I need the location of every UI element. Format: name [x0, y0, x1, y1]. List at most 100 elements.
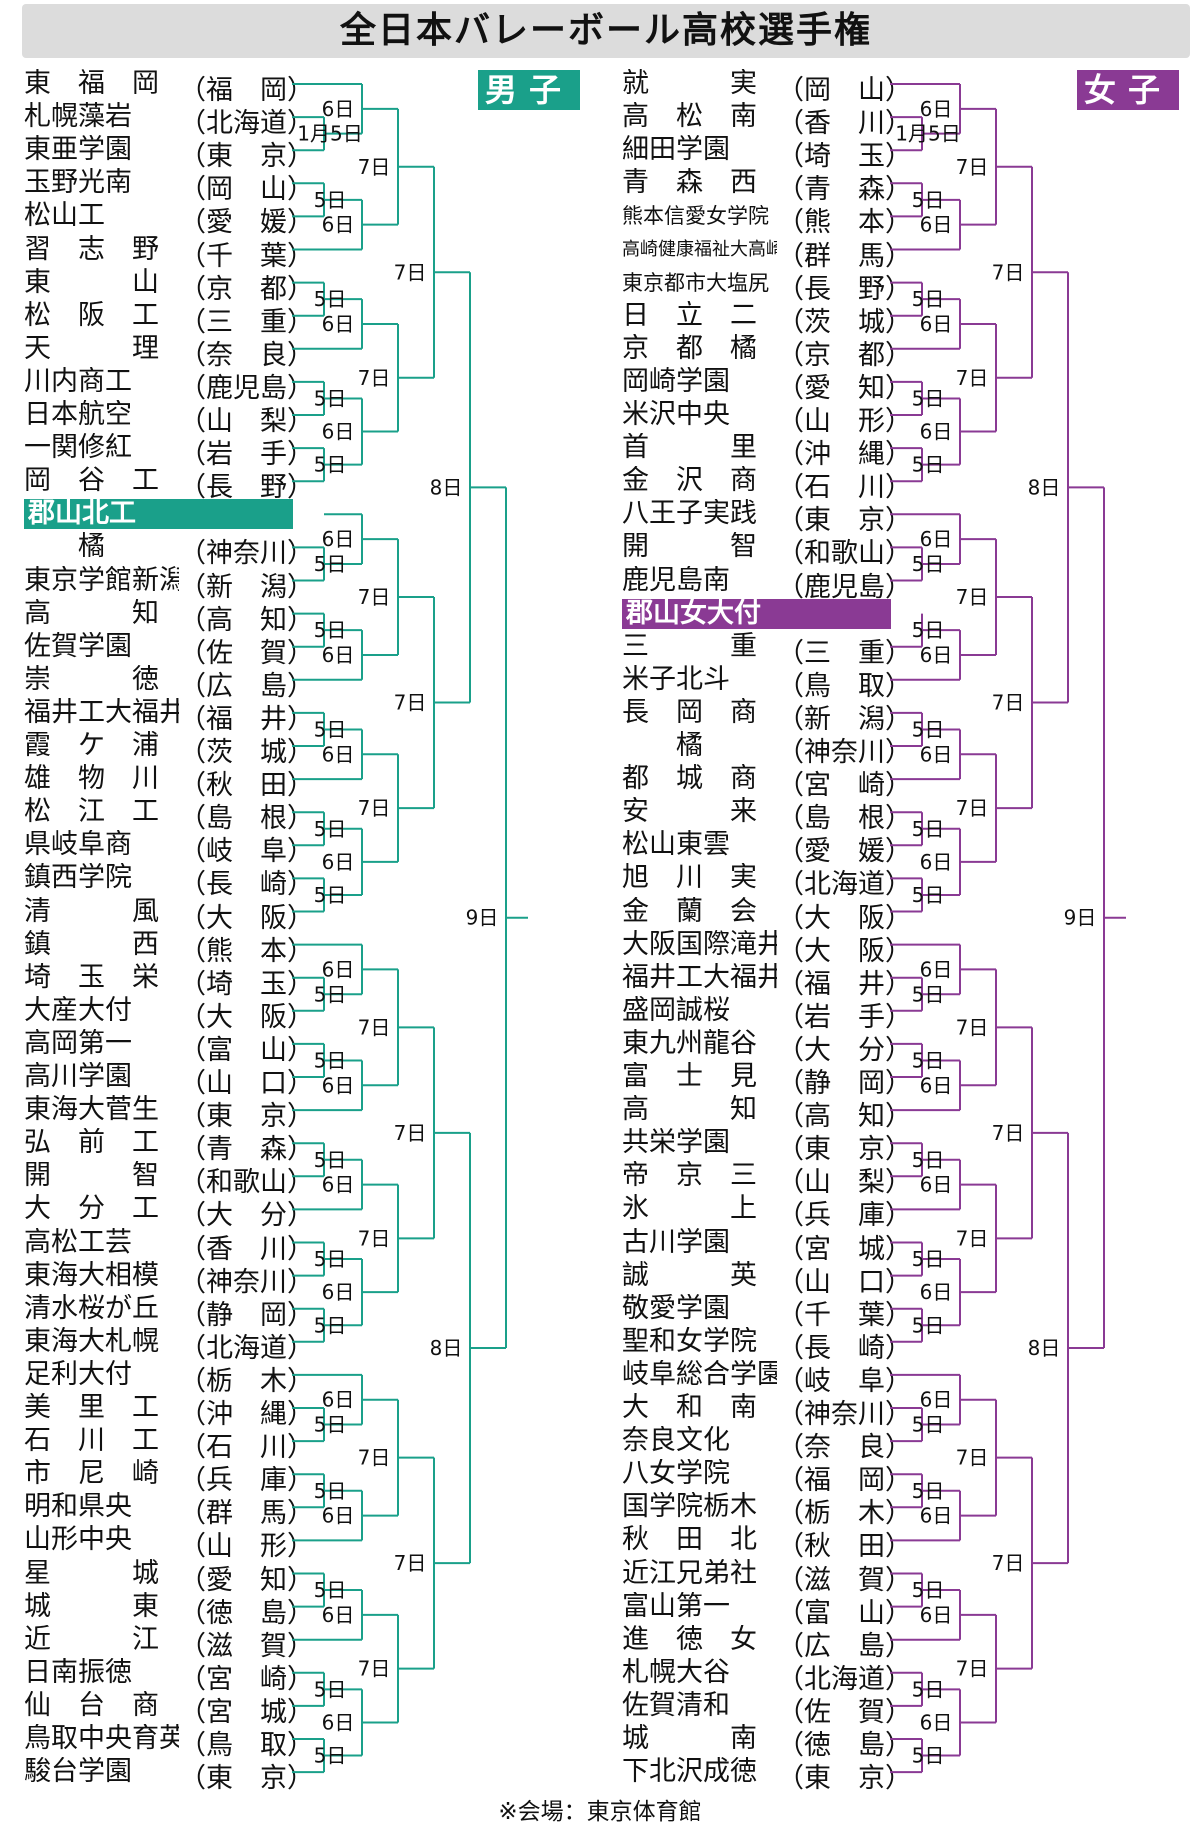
team-name: 日本航空 — [24, 400, 132, 430]
boys-round-label: 1月5日 — [297, 122, 362, 146]
team-name: 仙 台 商 — [24, 1690, 159, 1721]
boys-round-label: 5日 — [314, 817, 347, 841]
girls-r5-line — [921, 1672, 960, 1706]
team-name: 東京都市大塩尻 — [622, 270, 769, 295]
girls-round-label: 9日 — [1064, 906, 1097, 930]
team-name: 鎮西学院 — [24, 863, 132, 894]
boys-round-label: 5日 — [314, 1744, 347, 1768]
girls-r5-line — [921, 282, 960, 316]
boys-round-label: 5日 — [314, 453, 347, 477]
girls-r6-line — [959, 398, 996, 465]
team-name: 八女学院 — [622, 1459, 730, 1490]
venue-note: ※会場：東京体育館 — [498, 1799, 702, 1825]
boys-round-label: 6日 — [322, 1073, 355, 1097]
girls-badge: 女子 — [1077, 70, 1179, 110]
team-name: 東海大相模 — [24, 1260, 159, 1291]
boys-r5-line — [323, 1242, 362, 1276]
girls-round-label: 7日 — [992, 691, 1025, 715]
team-name: 開 智 — [622, 532, 757, 563]
boys-round-label: 7日 — [358, 585, 391, 609]
team-name: 石 川 工 — [24, 1426, 159, 1457]
team-name: 大 分 工 — [24, 1194, 159, 1225]
team-name: 埼 玉 栄 — [24, 962, 159, 993]
boys-round-label: 6日 — [322, 957, 355, 981]
girls-round-label: 7日 — [956, 1226, 989, 1250]
boys-r5-line — [323, 1408, 362, 1442]
girls-r6-line — [959, 1590, 996, 1640]
girls-r6-line — [959, 1060, 996, 1111]
girls-round-label: 5日 — [912, 453, 945, 477]
boys-r6-line — [361, 84, 398, 134]
team-name: 首 里 — [622, 433, 757, 464]
boys-round-label: 5日 — [314, 1479, 347, 1503]
boys-r7-line — [397, 1399, 434, 1516]
team-name: 明和県央 — [24, 1492, 132, 1523]
boys-team-row: 郡山北工 — [24, 499, 293, 530]
team-name: 習 志 野 — [24, 234, 159, 265]
boys-round-label: 5日 — [314, 1048, 347, 1072]
girls-r7-line — [995, 969, 1032, 1086]
boys-r7b-line — [433, 1457, 470, 1669]
boys-round-label: 7日 — [358, 1657, 391, 1681]
team-name: 聖和女学院 — [622, 1326, 757, 1357]
team-name: 高岡第一 — [24, 1028, 132, 1059]
boys-round-label: 5日 — [314, 618, 347, 642]
boys-team-row: 鎮西学院（長 崎） — [24, 863, 314, 900]
team-name: 橘 — [24, 532, 105, 563]
boys-r5-line — [323, 1573, 362, 1607]
boys-r7-line — [397, 1184, 434, 1293]
team-name: 岡崎学園 — [622, 366, 730, 397]
team-name: 下北沢成徳 — [622, 1757, 757, 1788]
girls-r5-line — [921, 448, 960, 482]
boys-round-label: 6日 — [322, 643, 355, 667]
girls-team-row: 下北沢成徳（東 京） — [622, 1757, 912, 1794]
girls-round-label: 7日 — [956, 155, 989, 179]
team-name: 郡山女大付 — [626, 598, 761, 629]
boys-round-label: 5日 — [314, 1247, 347, 1271]
girls-round-label: 6日 — [920, 1280, 953, 1304]
team-name: 東海大菅生 — [24, 1095, 159, 1126]
boys-r6-line — [361, 199, 398, 250]
team-name: 金 蘭 会 — [622, 896, 757, 927]
girls-r5-line — [921, 1739, 960, 1773]
boys-r7-line — [397, 108, 434, 225]
girls-round-label: 6日 — [920, 1073, 953, 1097]
boys-r5-line — [323, 448, 362, 482]
boys-r7b-line — [433, 597, 470, 809]
team-name: 福井工大福井 — [24, 697, 179, 728]
boys-r5-line — [323, 381, 362, 415]
boys-round-label: 5日 — [314, 1413, 347, 1437]
girls-r6-line — [959, 944, 996, 995]
girls-r5-line — [921, 1408, 960, 1442]
boys-r8-line — [469, 272, 506, 703]
team-name: 星 城 — [24, 1558, 159, 1589]
team-name: 佐賀学園 — [24, 631, 132, 662]
girls-r5-line — [921, 183, 960, 217]
girls-r7b-line — [1031, 166, 1068, 378]
team-name: 東亜学園 — [24, 135, 132, 166]
girls-round-label: 7日 — [956, 796, 989, 820]
boys-r7-line — [397, 539, 434, 655]
team-name: 岐阜総合学園 — [622, 1359, 777, 1390]
girls-round-label: 5日 — [912, 883, 945, 907]
boys-r7-line — [397, 323, 434, 432]
team-name: 東 山 — [24, 267, 159, 298]
team-name: 米沢中央 — [622, 400, 730, 430]
team-name: 高 松 南 — [622, 102, 757, 133]
girls-round-label: 8日 — [1028, 1336, 1061, 1360]
team-name: 高崎健康福祉大高崎 — [622, 238, 777, 260]
girls-r5-line — [921, 381, 960, 415]
team-name: 青 森 西 — [622, 168, 757, 199]
boys-r5-line — [323, 878, 362, 912]
girls-r7-line — [995, 323, 1032, 432]
girls-round-label: 5日 — [912, 1048, 945, 1072]
team-name: 進 徳 女 — [622, 1624, 757, 1655]
boys-round-label: 5日 — [314, 717, 347, 741]
girls-round-label: 5日 — [912, 386, 945, 410]
girls-round-label: 5日 — [912, 1413, 945, 1437]
boys-r7-line — [397, 754, 434, 862]
girls-r6-line — [959, 1259, 996, 1326]
girls-round-label: 5日 — [912, 618, 945, 642]
team-name: 米子北斗 — [622, 664, 730, 695]
girls-r7b-line — [1031, 1457, 1068, 1669]
